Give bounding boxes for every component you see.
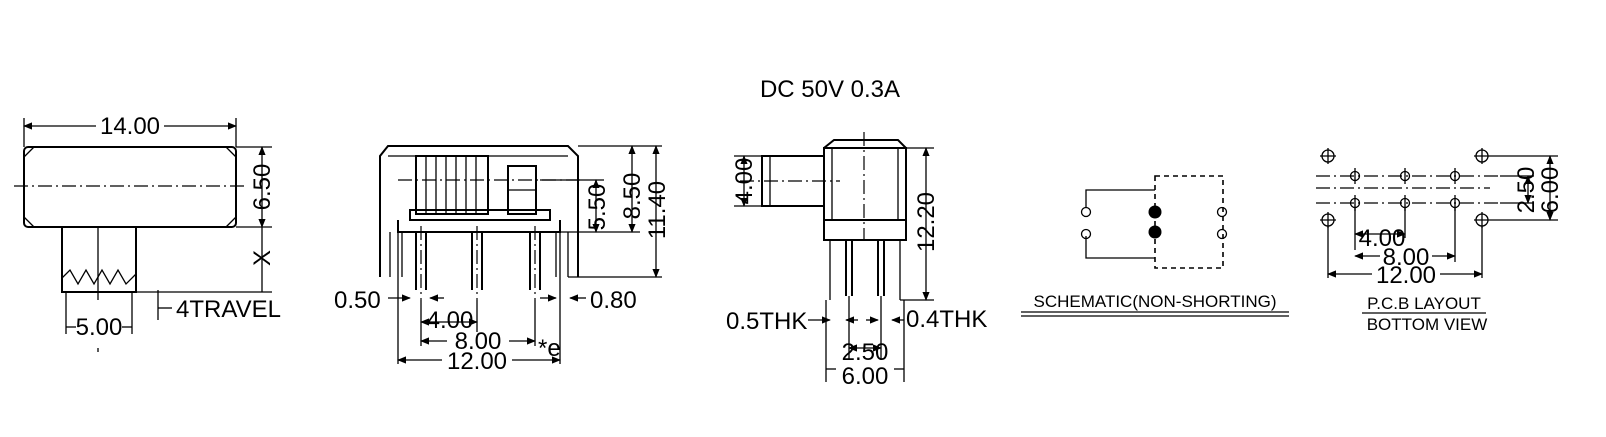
dim-8-00: 8.00 <box>455 328 502 355</box>
terminal-right-top <box>1216 206 1228 218</box>
dim-height: 6.50 <box>249 164 276 211</box>
dim-12-00: 12.00 <box>447 348 507 375</box>
pcb-dim-2-50: 2.50 <box>1513 167 1540 214</box>
dim-0-80: 0.80 <box>590 287 637 314</box>
front-view: 5.50 8.50 11.40 0.50 0.80 4.00 8.00 *e 1… <box>334 145 671 375</box>
thk-0-4: 0.4THK <box>906 306 987 333</box>
dim-4-00: 4.00 <box>427 307 474 334</box>
note-e: *e <box>538 335 561 362</box>
dim-end-4-00: 4.00 <box>731 158 758 205</box>
dim-11-40: 11.40 <box>644 181 671 239</box>
pcb-caption-2: BOTTOM VIEW <box>1367 315 1488 334</box>
dim-5-50: 5.50 <box>584 184 611 231</box>
end-body <box>823 147 907 221</box>
actuator-break <box>61 268 137 286</box>
body-chamfers <box>23 146 237 228</box>
housing <box>379 145 579 277</box>
terminal-left-bottom <box>1080 228 1092 240</box>
pin-hole <box>1349 168 1361 184</box>
dim-width: 14.00 <box>100 113 160 140</box>
schematic: SCHEMATIC(NON-SHORTING) <box>1021 175 1289 317</box>
actuator <box>61 227 137 293</box>
dim-2-50: 2.50 <box>842 339 889 366</box>
pcb-layout: 2.50 6.00 4.00 8.00 12.00 P.C.B LAYOUT B… <box>1316 148 1564 334</box>
mount-hole <box>1474 148 1490 164</box>
pcb-dim-8-00: 8.00 <box>1383 244 1430 271</box>
pcb-dim-4-00: 4.00 <box>1359 225 1406 252</box>
mount-hole <box>1320 148 1336 164</box>
pin-hole <box>1399 168 1411 184</box>
dim-travel: 4TRAVEL <box>176 296 281 323</box>
schematic-caption: SCHEMATIC(NON-SHORTING) <box>1033 292 1276 311</box>
pcb-caption-1: P.C.B LAYOUT <box>1367 294 1481 313</box>
end-view: 4.00 12.20 0.5THK 0.4THK 2.50 6.00 <box>726 132 987 390</box>
base-plate <box>409 209 551 221</box>
side-view: 14.00 6.50 X 4TRAVEL 5.00 <box>14 113 281 352</box>
contact-top <box>1148 205 1162 219</box>
mount-hole <box>1474 212 1490 228</box>
rating-text: DC 50V 0.3A <box>760 76 900 103</box>
terminal-right-bottom <box>1216 228 1228 240</box>
pin-hole <box>1449 168 1461 184</box>
slider-outline <box>1154 175 1224 269</box>
dim-0-50: 0.50 <box>334 287 381 314</box>
dim-6-00: 6.00 <box>842 363 889 390</box>
dim-x: X <box>249 250 276 266</box>
mount-hole <box>1320 212 1336 228</box>
pcb-dim-12-00: 12.00 <box>1376 262 1436 289</box>
dim-12-20: 12.20 <box>913 192 940 252</box>
contact-bottom <box>1148 225 1162 239</box>
switch-body <box>23 146 237 228</box>
ribbed-knob <box>415 155 489 215</box>
dim-8-50: 8.50 <box>619 173 646 220</box>
pcb-dim-6-00: 6.00 <box>1537 167 1564 214</box>
terminal-left-top <box>1080 206 1092 218</box>
thk-0-5: 0.5THK <box>726 308 807 335</box>
dim-actuator: 5.00 <box>76 314 123 341</box>
